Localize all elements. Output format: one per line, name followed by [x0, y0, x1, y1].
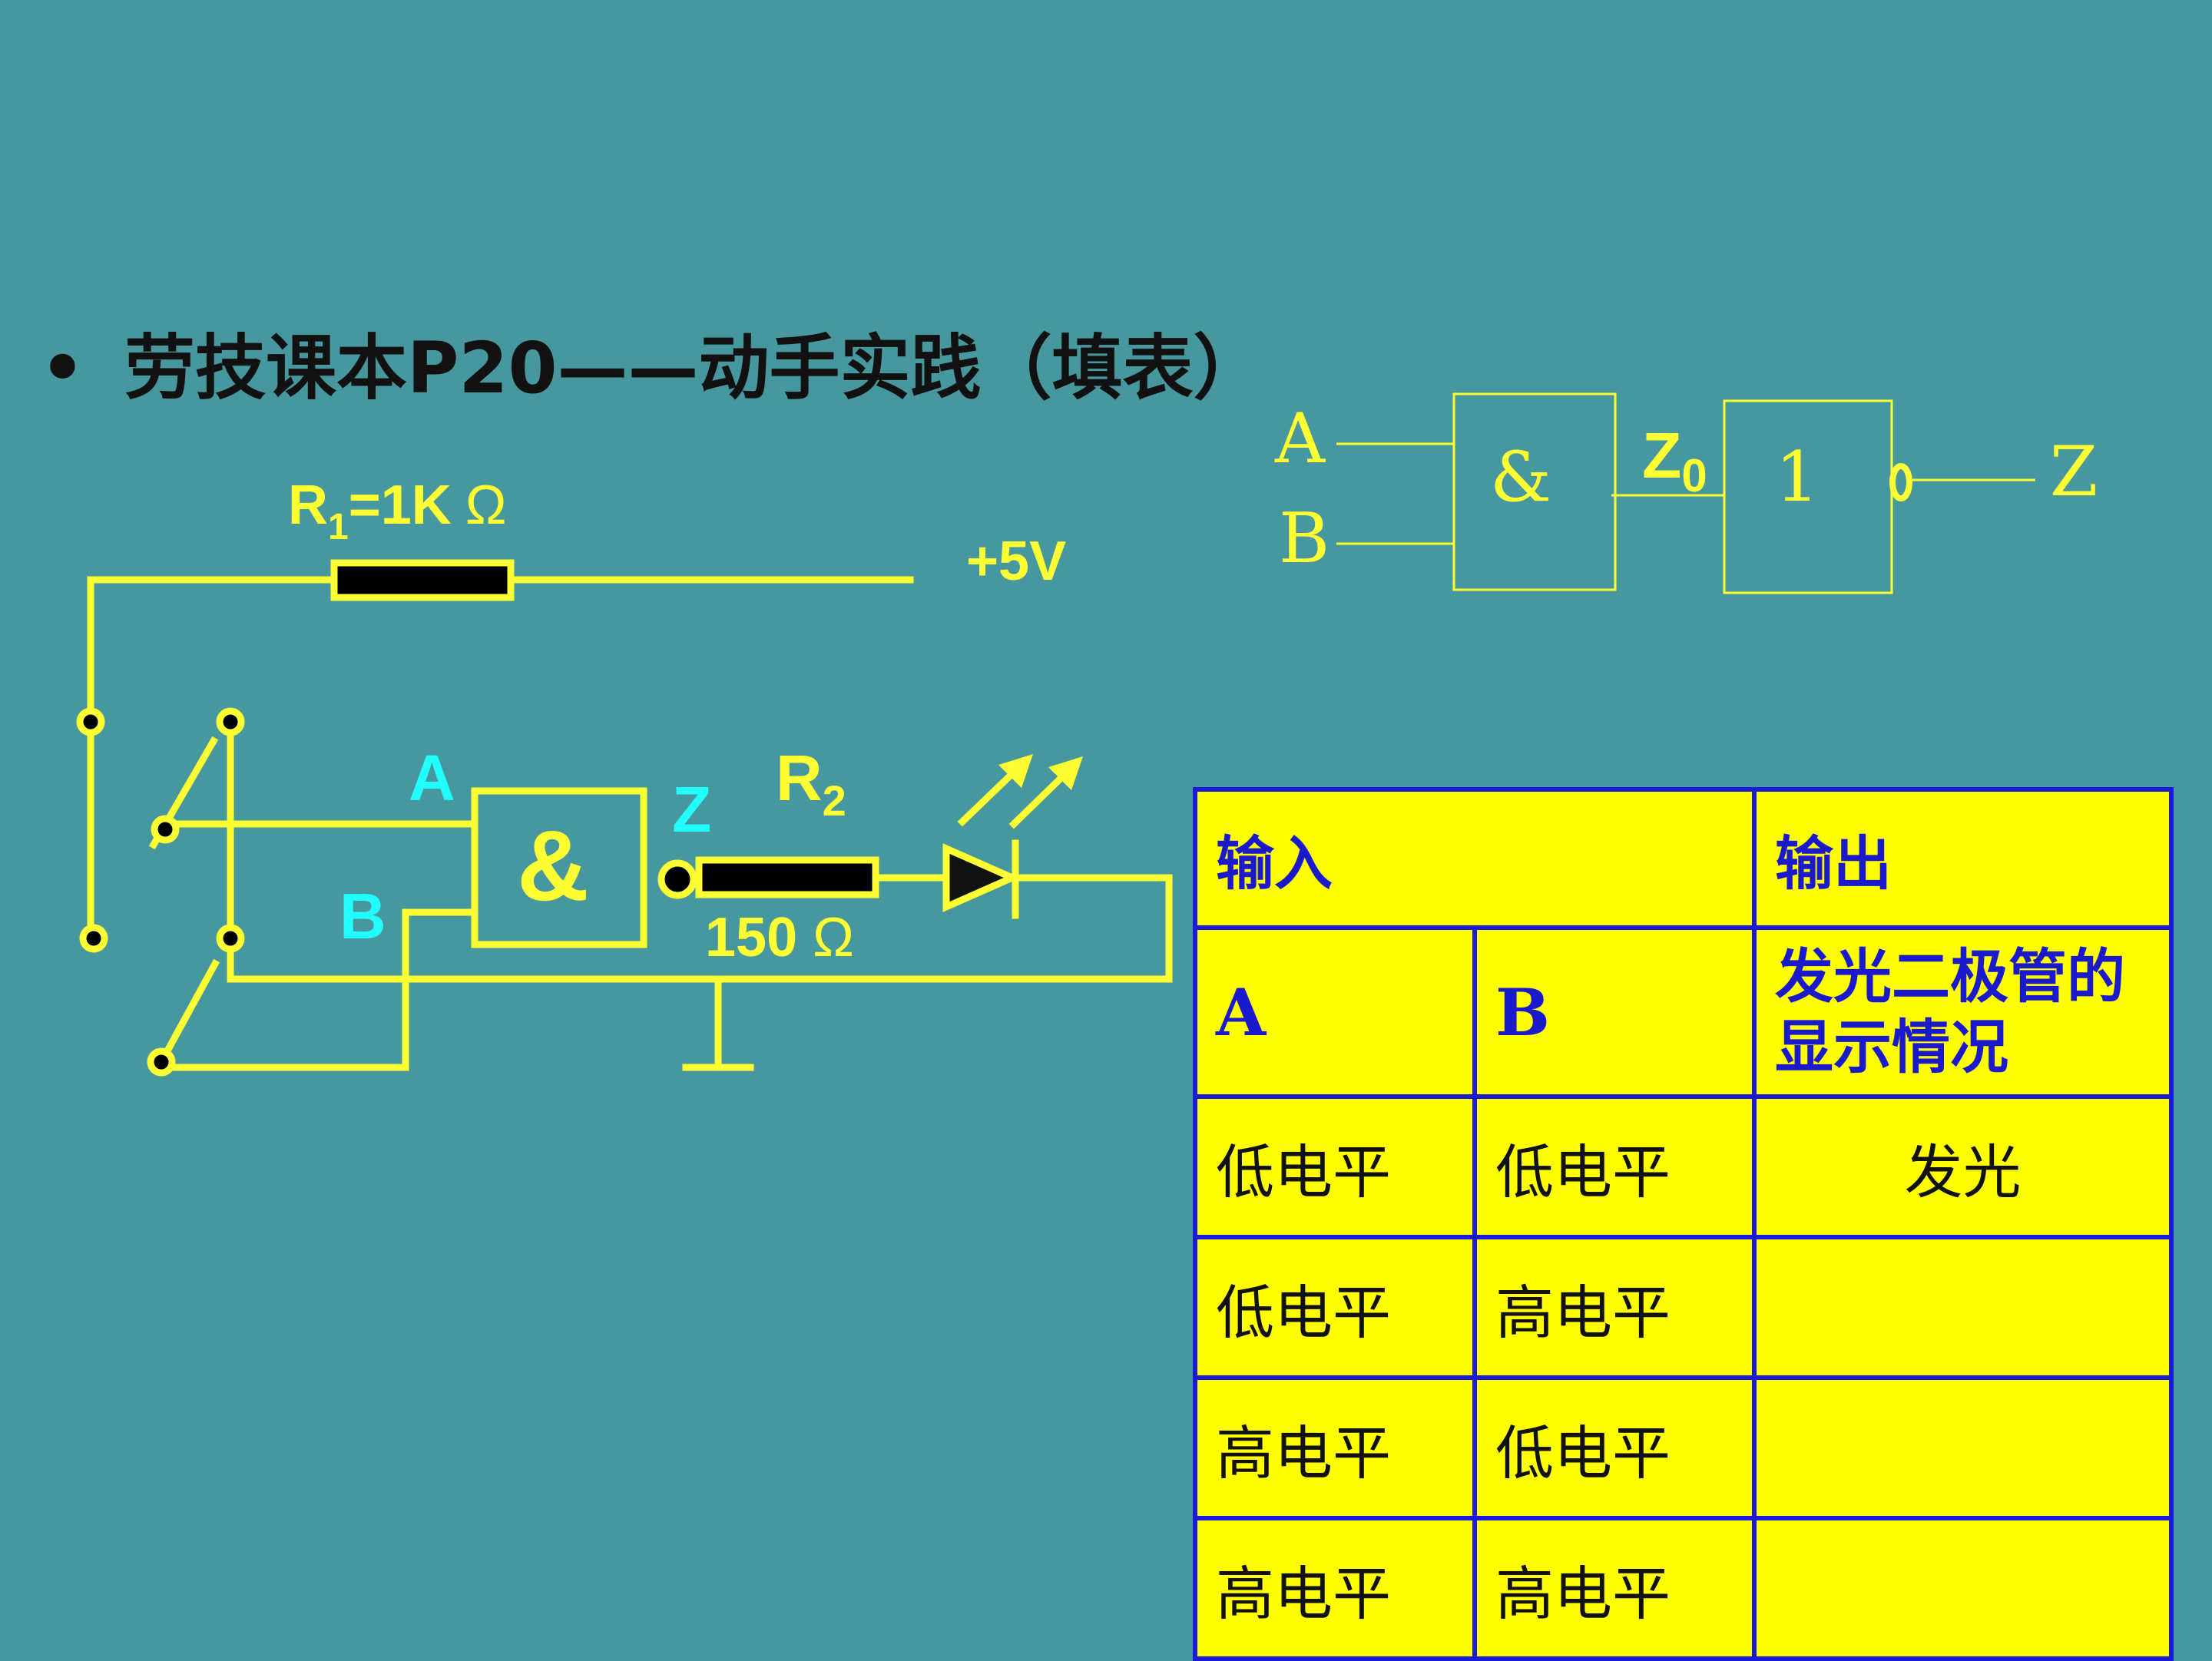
table-row: 低电平 低电平 发光 [1193, 1094, 2174, 1239]
col-a-header: A [1193, 925, 1477, 1099]
cell-led[interactable] [1752, 1375, 2174, 1520]
table-subheader-row: A B 发光二极管的显示情况 [1193, 925, 2174, 1099]
table-row: 低电平 高电平 [1193, 1235, 2174, 1380]
input-b-label: B [339, 880, 386, 952]
cell-b: 高电平 [1472, 1516, 1757, 1661]
cell-b: 高电平 [1472, 1235, 1757, 1380]
r2-label: R2 [776, 742, 846, 825]
title-line: • 劳技课本P20——动手实践（填表） [40, 311, 1263, 413]
terminal-switch-a [151, 815, 180, 844]
cell-b: 低电平 [1472, 1375, 1757, 1520]
cell-a: 低电平 [1193, 1094, 1477, 1239]
led-diode-triangle [942, 843, 1022, 912]
and-gate-symbol: & [517, 809, 589, 921]
logic-not-box [1723, 399, 1893, 594]
logic-and-box [1452, 392, 1617, 591]
logic-not-symbol: 1 [1775, 437, 1819, 518]
supply-label: +5V [966, 531, 1066, 592]
terminal-common-top [216, 707, 245, 736]
input-a-label: A [409, 742, 455, 814]
led-arrowhead-2 [1048, 756, 1083, 790]
logic-input-b: B [1279, 498, 1330, 579]
header-input: 输入 [1193, 787, 1757, 930]
r1-resistor [330, 559, 515, 601]
terminal-common-bottom [216, 924, 245, 953]
header-output: 输出 [1752, 787, 2174, 930]
col-b-header: B [1472, 925, 1757, 1099]
cell-b: 低电平 [1472, 1094, 1757, 1239]
cell-led[interactable] [1752, 1516, 2174, 1661]
and-gate-box [471, 787, 647, 948]
logic-z0-label: Z0 [1642, 419, 1707, 501]
output-node [657, 859, 697, 899]
bullet-mark: • [40, 327, 85, 409]
cell-a: 高电平 [1193, 1516, 1477, 1661]
col-led-header: 发光二极管的显示情况 [1752, 925, 2174, 1099]
table-row: 高电平 低电平 [1193, 1375, 2174, 1520]
output-z-label: Z [672, 773, 711, 845]
terminal-switch-b [147, 1047, 176, 1077]
logic-input-a: A [1274, 399, 1326, 479]
terminal-left-bottom [79, 924, 108, 953]
page-title: 劳技课本P20——动手实践（填表） [124, 327, 1264, 409]
terminal-left-top [76, 707, 105, 736]
cell-led[interactable] [1752, 1235, 2174, 1380]
logic-inverter-bubble [1889, 463, 1912, 501]
logic-and-symbol: & [1490, 437, 1551, 518]
table-header-row: 输入 输出 [1193, 787, 2174, 930]
cell-led: 发光 [1752, 1094, 2174, 1239]
cell-a: 高电平 [1193, 1375, 1477, 1520]
logic-output-z: Z [2050, 432, 2098, 512]
table-row: 高电平 高电平 [1193, 1516, 2174, 1661]
led-arrowhead-1 [998, 754, 1033, 788]
switch-b-lever [156, 958, 220, 1067]
cell-a: 低电平 [1193, 1235, 1477, 1380]
truth-table: 输入 输出 A B 发光二极管的显示情况 低电平 低电平 发光 低电平 高电平 … [1193, 787, 2174, 1661]
